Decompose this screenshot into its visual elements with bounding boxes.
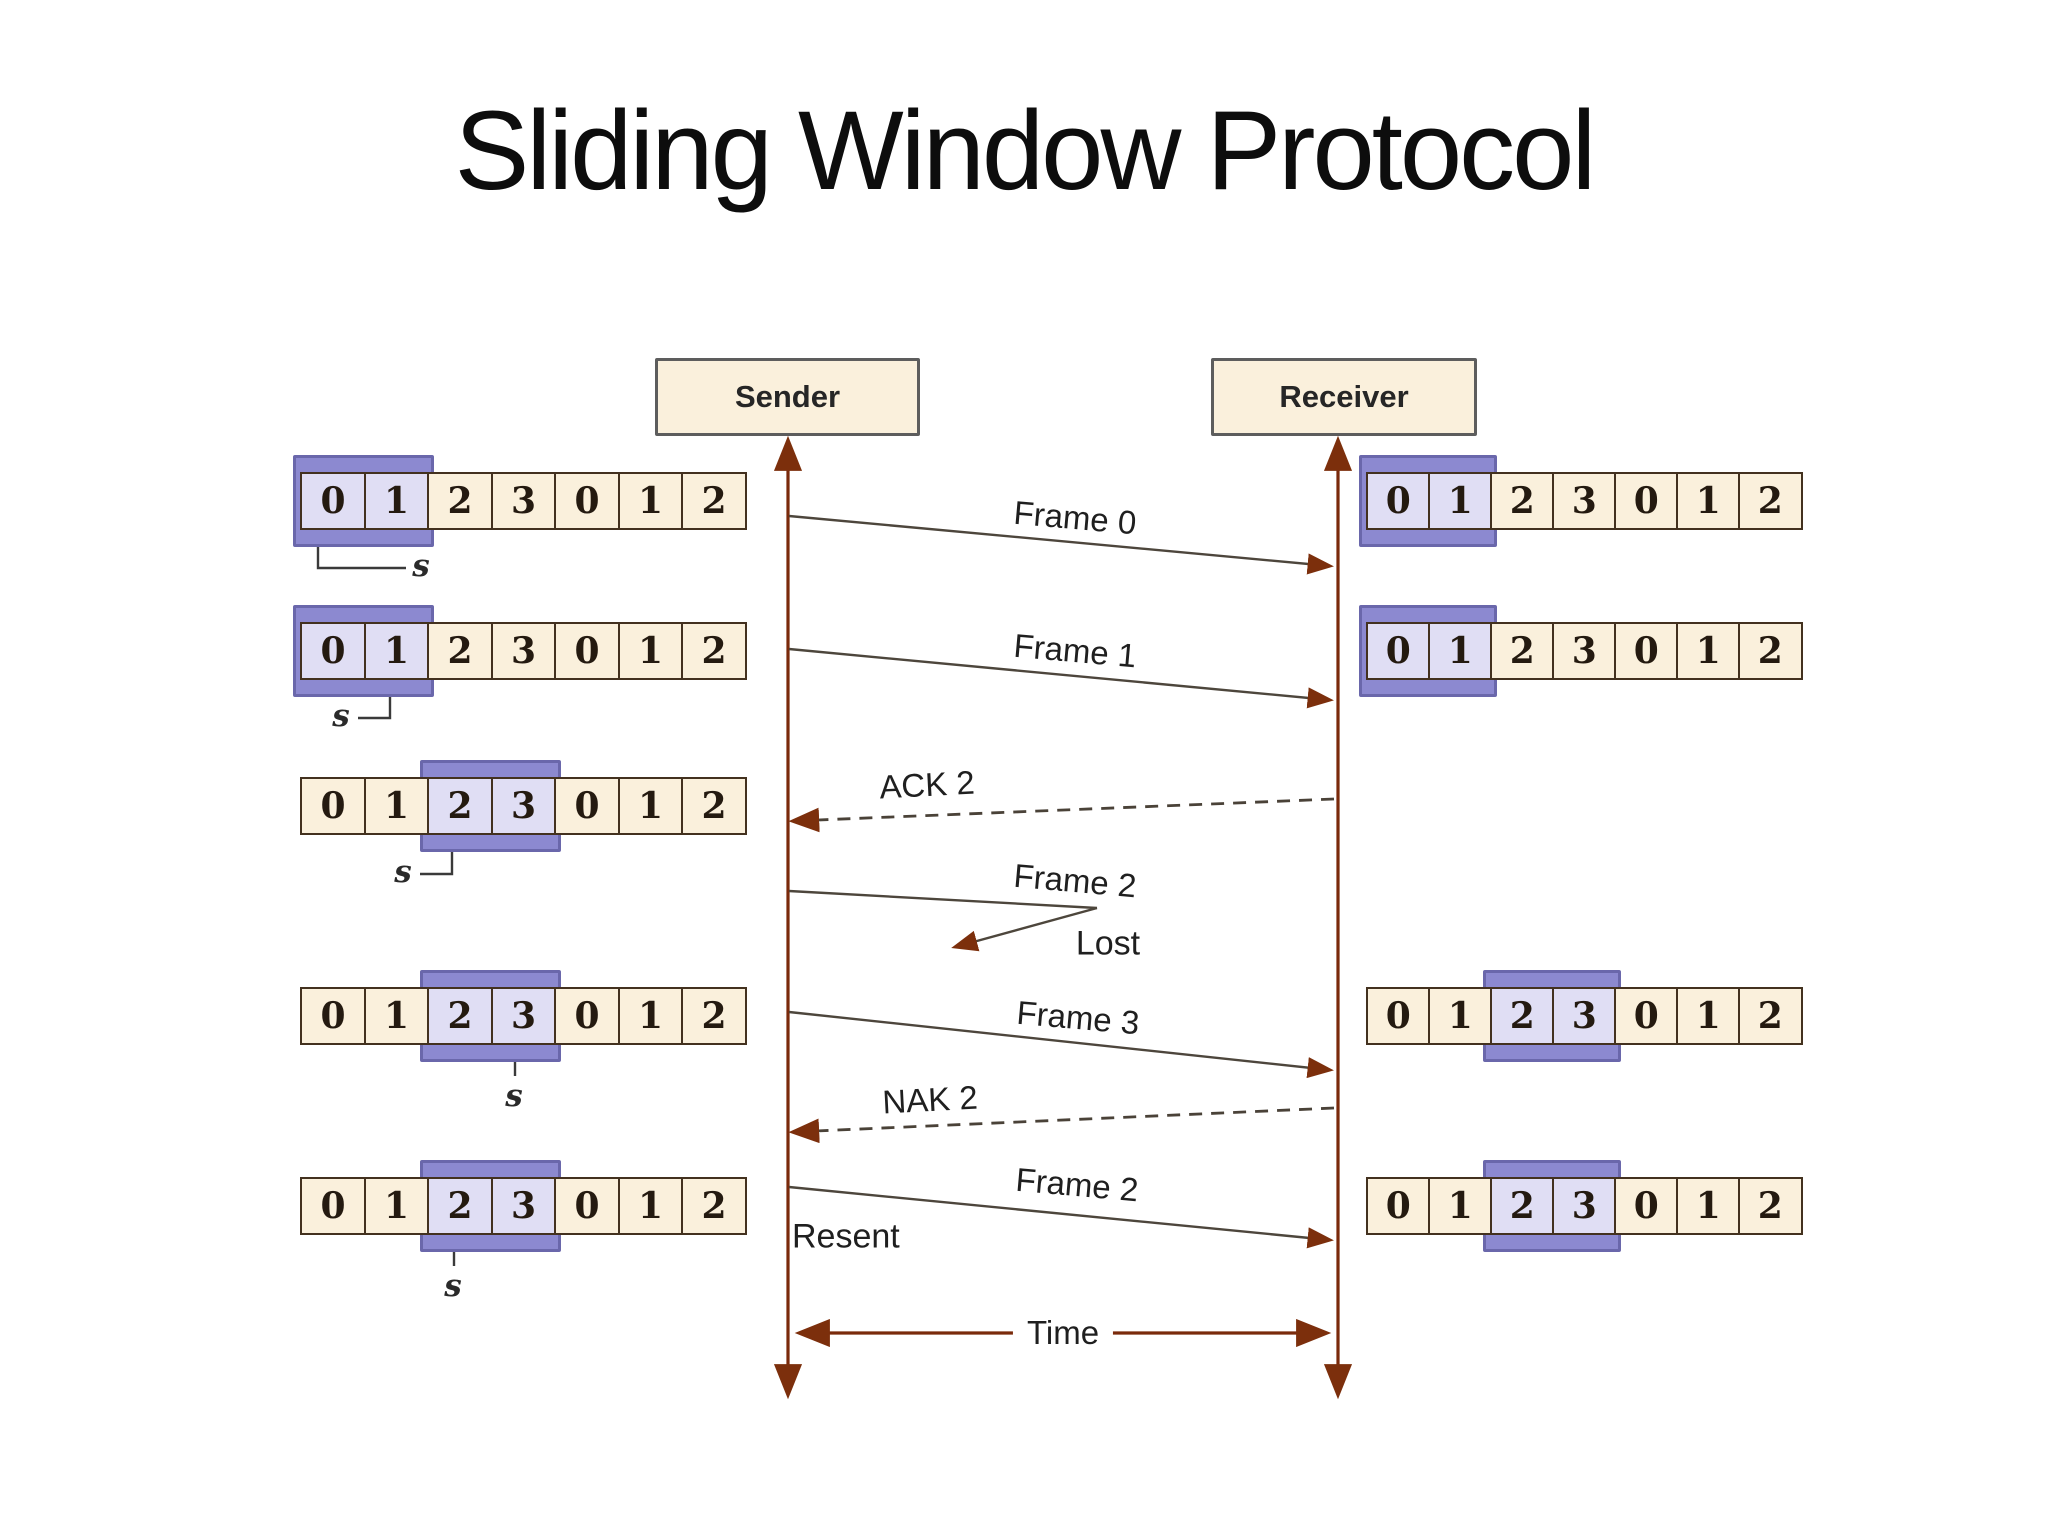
sequence-cell: 2 — [1738, 987, 1803, 1045]
message-arrow — [788, 1185, 1334, 1249]
sequence-cell: 1 — [1428, 987, 1493, 1045]
sequence-cell: 0 — [554, 1177, 620, 1235]
sequence-cell: 0 — [1366, 987, 1431, 1045]
message-arrow — [788, 1010, 1334, 1079]
message-arrow — [788, 647, 1334, 709]
sequence-cell: 0 — [300, 622, 366, 680]
sequence-cell: 2 — [427, 472, 493, 530]
sequence-cell: 3 — [1552, 622, 1617, 680]
sequence-cell: 1 — [1428, 472, 1493, 530]
message-label: Frame 2 — [1014, 1160, 1140, 1209]
sequence-cell: 1 — [1676, 987, 1741, 1045]
receiver-box: Receiver — [1211, 358, 1477, 436]
sequence-cell: 1 — [617, 472, 684, 530]
sequence-cell: 0 — [1614, 987, 1679, 1045]
sequence-cell: 2 — [681, 987, 747, 1045]
sequence-cell: 2 — [427, 987, 493, 1045]
sequence-cell: 0 — [1614, 472, 1679, 530]
sender-box: Sender — [655, 358, 920, 436]
sequence-cell: 1 — [617, 987, 684, 1045]
message-label: NAK 2 — [881, 1078, 979, 1121]
sequence-cell: 0 — [1366, 472, 1431, 530]
sequence-cell: 0 — [300, 1177, 366, 1235]
message-note: Resent — [792, 1217, 900, 1256]
message-label: Frame 1 — [1012, 626, 1138, 675]
sequence-cell: 2 — [681, 777, 747, 835]
sequence-cell: 2 — [1490, 472, 1555, 530]
sequence-cell: 1 — [1428, 622, 1493, 680]
sequence-cell: 2 — [1738, 622, 1803, 680]
message-arrow — [788, 797, 1335, 833]
sequence-cell: 3 — [490, 1177, 557, 1235]
sequence-cell: 2 — [1490, 1177, 1555, 1235]
sequence-cell: 1 — [363, 472, 430, 530]
message-arrow-lost-bounce — [951, 906, 1098, 952]
message-arrow-lost-outbound — [788, 889, 1098, 910]
sequence-cell: 3 — [490, 622, 557, 680]
sequence-cell: 0 — [554, 777, 620, 835]
sequence-cell: 2 — [681, 472, 747, 530]
s-pointer-label: s — [444, 1268, 462, 1304]
sequence-cell: 1 — [363, 777, 430, 835]
sequence-cell: 2 — [681, 1177, 747, 1235]
page-title: Sliding Window Protocol — [454, 88, 1597, 213]
sequence-cell: 2 — [427, 777, 493, 835]
sequence-cell: 2 — [681, 622, 747, 680]
message-arrow — [788, 514, 1334, 575]
s-pointer-label: s — [412, 548, 430, 584]
message-label: Frame 2 — [1012, 856, 1138, 905]
time-label: Time — [1012, 1314, 1114, 1352]
sequence-cell: 0 — [300, 777, 366, 835]
s-pointer-label: s — [332, 698, 350, 734]
sequence-cell: 1 — [363, 1177, 430, 1235]
sequence-cell: 3 — [1552, 1177, 1617, 1235]
sequence-cell: 0 — [554, 472, 620, 530]
sequence-cell: 0 — [554, 622, 620, 680]
sequence-cell: 3 — [1552, 987, 1617, 1045]
sequence-cell: 0 — [1366, 622, 1431, 680]
message-label: Frame 0 — [1012, 493, 1138, 542]
sequence-cell: 2 — [427, 622, 493, 680]
sequence-cell: 1 — [363, 622, 430, 680]
sequence-cell: 1 — [617, 777, 684, 835]
sequence-cell: 3 — [490, 987, 557, 1045]
s-pointer-label: s — [394, 854, 412, 890]
sequence-cell: 2 — [1490, 622, 1555, 680]
sequence-cell: 0 — [300, 987, 366, 1045]
sequence-cell: 2 — [1738, 1177, 1803, 1235]
sequence-cell: 0 — [1366, 1177, 1431, 1235]
sequence-cell: 0 — [1614, 1177, 1679, 1235]
message-label: ACK 2 — [878, 763, 976, 806]
sequence-cell: 2 — [427, 1177, 493, 1235]
sequence-cell: 1 — [1676, 472, 1741, 530]
sequence-cell: 3 — [1552, 472, 1617, 530]
message-arrow — [788, 1106, 1335, 1144]
sequence-cell: 0 — [1614, 622, 1679, 680]
sequence-cell: 1 — [1676, 1177, 1741, 1235]
s-pointer-label: s — [505, 1078, 523, 1114]
sequence-cell: 3 — [490, 777, 557, 835]
sequence-cell: 1 — [1428, 1177, 1493, 1235]
message-label: Frame 3 — [1015, 993, 1141, 1042]
sequence-cell: 1 — [1676, 622, 1741, 680]
sequence-cell: 2 — [1738, 472, 1803, 530]
sequence-cell: 0 — [554, 987, 620, 1045]
sequence-cell: 1 — [617, 1177, 684, 1235]
sequence-cell: 0 — [300, 472, 366, 530]
sequence-cell: 1 — [617, 622, 684, 680]
message-note: Lost — [1075, 924, 1141, 963]
sequence-cell: 2 — [1490, 987, 1555, 1045]
sequence-cell: 3 — [490, 472, 557, 530]
sequence-cell: 1 — [363, 987, 430, 1045]
